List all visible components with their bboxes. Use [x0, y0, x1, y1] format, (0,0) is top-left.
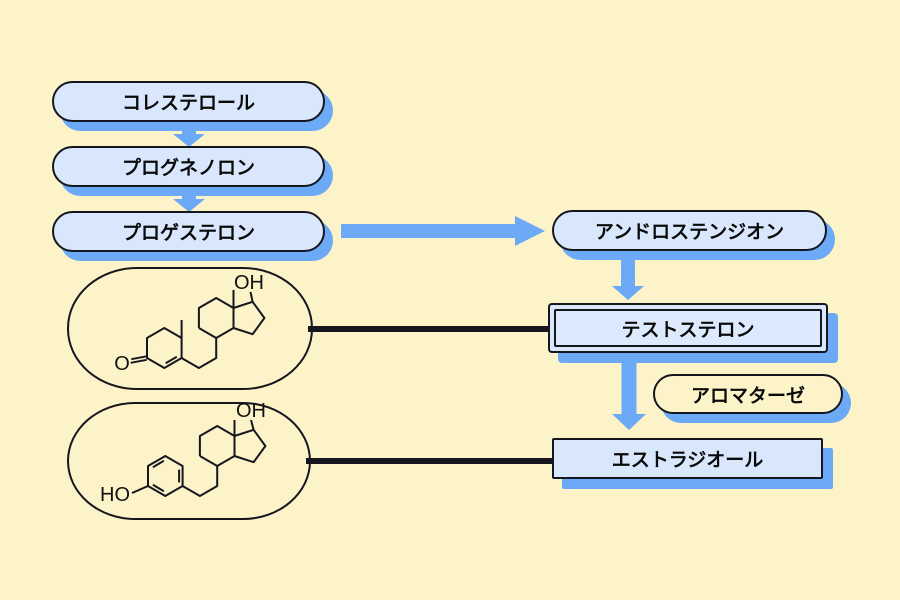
node-aromatase: アロマターゼ: [653, 374, 843, 414]
estradiol-structure-oval: OH HO: [67, 400, 311, 520]
node-cholesterol-label: コレステロール: [121, 93, 255, 114]
node-estradiol-label: エストラジオール: [611, 450, 764, 471]
node-androstenedione: アンドロステンジオン: [552, 210, 827, 251]
right-arrow-progesterone-androstenedione: [341, 216, 545, 246]
down-arrow-pregnenolone-progesterone: [173, 186, 205, 212]
node-testosterone-inner-frame: テストステロン: [554, 309, 822, 347]
testosterone-hydroxyl-label: OH: [234, 272, 264, 294]
node-testosterone: テストステロン: [548, 303, 828, 353]
down-arrow-androstenedione-testosterone: [612, 252, 644, 300]
testosterone-molecule-drawing: OH O: [114, 272, 266, 375]
node-estradiol: エストラジオール: [552, 438, 823, 479]
estradiol-phenol-label: HO: [100, 484, 130, 506]
node-aromatase-label: アロマターゼ: [690, 385, 805, 407]
connector-testosterone-structure: [308, 326, 550, 332]
down-arrow-cholesterol-pregnenolone: [173, 121, 205, 147]
node-pregnenolone: プログネノロン: [52, 146, 325, 187]
estradiol-hydroxyl-label: OH: [236, 400, 266, 422]
estradiol-molecule-drawing: OH HO: [100, 400, 267, 506]
node-cholesterol: コレステロール: [52, 81, 325, 122]
node-progesterone: プロゲステロン: [52, 211, 325, 252]
down-arrow-testosterone-estradiol: [612, 355, 646, 430]
node-pregnenolone-label: プログネノロン: [121, 158, 255, 179]
connector-estradiol-structure: [306, 458, 554, 464]
node-progesterone-label: プロゲステロン: [121, 223, 255, 244]
node-androstenedione-label: アンドロステンジオン: [594, 222, 785, 243]
testosterone-ketone-label: O: [114, 353, 130, 375]
testosterone-structure-oval: OH O: [67, 267, 313, 390]
node-testosterone-label: テストステロン: [621, 319, 755, 341]
